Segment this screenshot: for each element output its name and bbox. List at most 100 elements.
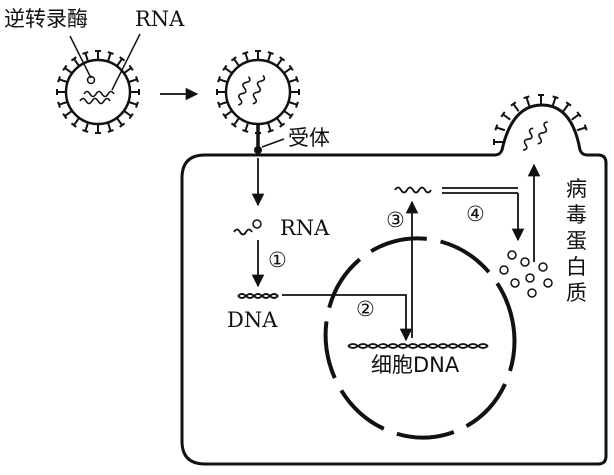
envelope-spike — [106, 52, 112, 62]
envelope-spike — [283, 110, 292, 117]
envelope-spike — [244, 52, 250, 62]
envelope-spike-cap — [288, 64, 294, 71]
envelope-spike — [73, 58, 80, 67]
envelope-spike-cap — [107, 51, 114, 55]
envelope-spike-cap — [57, 76, 61, 83]
envelope-spike-cap — [494, 124, 499, 131]
viral-protein-char-4: 白 — [566, 255, 587, 279]
envelope-spike — [266, 122, 272, 132]
envelope-spike — [64, 110, 73, 117]
leader-rna — [111, 33, 141, 91]
envelope-spike-cap — [583, 124, 588, 131]
step-1-marker: ① — [268, 248, 287, 272]
envelope-spike-cap — [242, 129, 249, 133]
envelope-spike-cap — [62, 64, 68, 71]
envelope-spike-cap — [128, 113, 134, 120]
envelope-spike — [495, 126, 506, 132]
envelope-spike-cap — [70, 122, 77, 128]
host-cell-membrane — [180, 103, 608, 466]
envelope-spike — [576, 126, 587, 132]
envelope-spike — [123, 110, 132, 117]
step-3-marker: ③ — [386, 208, 405, 232]
envelope-spike — [276, 58, 283, 67]
envelope-spike — [58, 78, 68, 84]
envelope-spike — [123, 67, 132, 74]
label-rna-top: RNA — [135, 7, 185, 31]
envelope-spike-cap — [119, 122, 126, 128]
envelope-spike-cap — [57, 101, 61, 108]
envelope-spike — [244, 122, 250, 132]
envelope-spike — [116, 117, 123, 126]
envelope-spike-cap — [128, 64, 134, 71]
label-viral-protein: 病 毒 — [566, 176, 587, 228]
cell-rna-strand — [233, 228, 253, 236]
envelope-spike — [571, 113, 580, 121]
label-cell-dna: DNA — [227, 308, 278, 332]
envelope-spike-cap — [119, 56, 126, 62]
envelope-spike-cap — [267, 129, 274, 133]
receptor-dot — [254, 146, 262, 154]
cell-rna-enzyme — [252, 219, 262, 229]
envelope-spike-cap — [82, 129, 89, 133]
envelope-spike-cap — [279, 122, 286, 128]
envelope-spike — [73, 117, 80, 126]
envelope-spike — [562, 103, 570, 112]
envelope-spike-cap — [217, 101, 221, 108]
envelope-spike — [512, 103, 520, 112]
envelope-spike-cap — [279, 56, 286, 62]
viral-protein-char-1: 病 — [566, 177, 587, 201]
envelope-spike — [84, 122, 90, 132]
envelope-spike-cap — [552, 95, 559, 100]
envelope-spike — [106, 122, 112, 132]
envelope-spike — [288, 78, 298, 84]
envelope-spike — [233, 58, 240, 67]
envelope-spike-cap — [70, 56, 77, 62]
docked-virus — [216, 50, 300, 134]
envelope-spike-cap — [510, 101, 517, 107]
envelope-spike — [58, 100, 68, 106]
envelope-spike-cap — [62, 113, 68, 120]
arrow-step-2 — [282, 294, 413, 342]
envelope-spike — [224, 67, 233, 74]
envelope-spike-cap — [217, 76, 221, 83]
envelope-spike — [128, 100, 138, 106]
envelope-spike — [84, 52, 90, 62]
envelope-spike — [128, 78, 138, 84]
free-virus — [56, 50, 140, 134]
budding-virus-spikes — [493, 94, 588, 145]
leader-reverse-transcriptase — [69, 35, 92, 79]
envelope-spike — [502, 113, 511, 121]
envelope-spike — [218, 78, 228, 84]
envelope-spike-cap — [82, 51, 89, 55]
envelope-spike-cap — [135, 101, 139, 108]
virus2-rna-strand-1 — [238, 76, 251, 106]
bud-rna-strand-2 — [537, 121, 548, 145]
host-dna-strand-b — [347, 343, 489, 349]
envelope-spike — [233, 117, 240, 126]
envelope-spike-cap — [523, 95, 530, 100]
envelope-spike — [266, 52, 272, 62]
envelope-spike-cap — [295, 101, 299, 108]
envelope-spike — [224, 110, 233, 117]
viral-mrna — [394, 186, 432, 194]
label-viral-protein-lower: 蛋 白 质 — [566, 228, 587, 306]
envelope-spike — [283, 67, 292, 74]
envelope-spike-cap — [107, 129, 114, 133]
virus1-rna-strand-1 — [79, 97, 111, 105]
cell-dna-double-strand-b — [237, 293, 279, 299]
envelope-spike — [218, 100, 228, 106]
envelope-spike-cap — [135, 76, 139, 83]
envelope-spike-cap — [295, 76, 299, 83]
label-receptor: 受体 — [288, 126, 330, 150]
envelope-spike-cap — [230, 56, 237, 62]
envelope-spike-cap — [500, 111, 506, 118]
envelope-spike-cap — [242, 51, 249, 55]
step-4-marker: ④ — [466, 202, 485, 226]
envelope-spike — [288, 100, 298, 106]
virus2-rna-strand-2 — [252, 74, 266, 105]
envelope-spike — [64, 67, 73, 74]
viral-protein-char-3: 蛋 — [566, 229, 587, 253]
virus1-rna-strand-2 — [83, 90, 115, 98]
